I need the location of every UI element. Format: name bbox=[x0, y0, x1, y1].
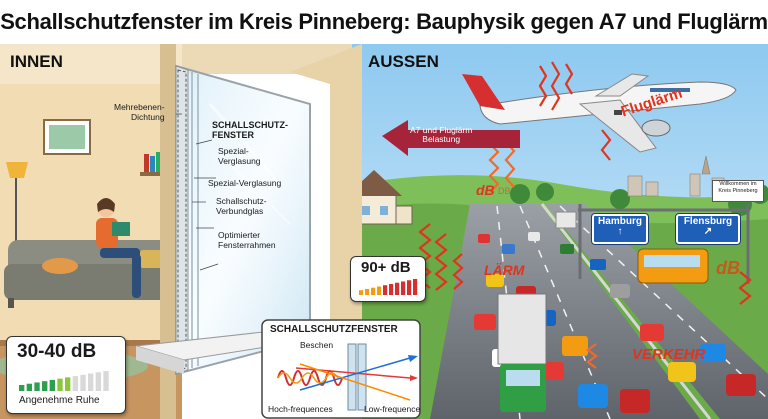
level-bar bbox=[26, 383, 33, 391]
truck bbox=[497, 293, 547, 412]
label-db-top-faint: DB bbox=[498, 186, 511, 196]
inset-title: SCHALLSCHUTZFENSTER bbox=[270, 324, 398, 335]
inset-right-label: Low-frequence bbox=[364, 404, 421, 414]
label-db-right: dB bbox=[716, 258, 740, 278]
outside-level-bars bbox=[359, 279, 418, 295]
label-verkehr: VERKEHR bbox=[632, 346, 706, 363]
label-window-title: SCHALLSCHUTZ- FENSTER bbox=[212, 120, 288, 140]
label-pressure-arrow: A7 und Fluglärm Belastung bbox=[410, 125, 473, 144]
level-bar bbox=[65, 377, 71, 391]
label-special-glazing-2: Spezial-Verglasung bbox=[208, 178, 282, 188]
label-outside: AUSSEN bbox=[368, 52, 439, 71]
inside-db-caption: Angenehme Ruhe bbox=[19, 395, 100, 406]
reading-woman bbox=[96, 198, 141, 298]
level-bar bbox=[359, 290, 364, 295]
inset-top-label: Beschen bbox=[300, 340, 334, 350]
scene: INNEN AUSSEN Mehrebenen- Dichtung SCHALL… bbox=[0, 44, 768, 419]
level-bar bbox=[103, 371, 109, 391]
label-multi-seal: Mehrebenen- Dichtung bbox=[114, 102, 165, 122]
sign-gantry bbox=[578, 204, 750, 284]
level-bar bbox=[383, 285, 388, 295]
level-bar bbox=[19, 385, 25, 391]
label-laerm: LÄRM bbox=[484, 262, 525, 278]
label-inside: INNEN bbox=[10, 52, 63, 71]
inset-diagram bbox=[277, 343, 418, 411]
cat bbox=[42, 258, 78, 274]
inside-db-badge: 30-40 dB Angenehme Ruhe bbox=[6, 336, 126, 414]
inside-db-value: 30-40 dB bbox=[17, 341, 97, 362]
level-bar bbox=[413, 279, 418, 295]
sign-flensburg-arrow: ↗ bbox=[703, 226, 713, 237]
bus bbox=[637, 248, 709, 284]
level-bar bbox=[72, 376, 79, 391]
outside-db-value: 90+ dB bbox=[361, 259, 411, 276]
sign-hamburg-label: Hamburg bbox=[598, 216, 642, 227]
page-title: Schallschutzfenster im Kreis Pinneberg: … bbox=[0, 0, 768, 44]
level-bar bbox=[365, 288, 370, 295]
inset-box bbox=[261, 319, 421, 419]
level-bar bbox=[395, 282, 400, 295]
level-bar bbox=[389, 283, 394, 295]
label-db-top: dB bbox=[476, 182, 495, 198]
sign-flensburg-label: Flensburg bbox=[683, 216, 733, 227]
window bbox=[175, 64, 311, 376]
level-bar bbox=[95, 372, 102, 391]
level-bar bbox=[88, 373, 94, 391]
sign-hamburg-arrow: ↑ bbox=[617, 226, 623, 237]
level-bar bbox=[34, 382, 40, 391]
sign-hamburg: Hamburg ↑ bbox=[592, 214, 648, 244]
leader-lines bbox=[176, 113, 219, 271]
sofa bbox=[4, 240, 180, 308]
label-frame: Optimierter Fensterrahmen bbox=[218, 230, 276, 250]
level-bar bbox=[49, 379, 56, 391]
town-sign: Willkommen im Kreis Pinneberg bbox=[712, 180, 764, 202]
level-bar bbox=[42, 381, 48, 391]
level-bar bbox=[377, 286, 382, 295]
inside-level-bars bbox=[19, 371, 109, 391]
airplane bbox=[462, 73, 737, 153]
level-bar bbox=[371, 287, 376, 295]
sign-flensburg: Flensburg ↗ bbox=[676, 214, 740, 244]
level-bar bbox=[407, 280, 412, 295]
label-laminated-glass: Schallschutz- Verbundglas bbox=[216, 196, 267, 216]
level-bar bbox=[80, 374, 86, 391]
outside-db-badge: 90+ dB bbox=[350, 256, 426, 302]
pressure-arrow bbox=[382, 120, 520, 156]
inset-left-label: Hoch-frequences bbox=[268, 404, 333, 414]
level-bar bbox=[57, 378, 63, 391]
level-bar bbox=[401, 281, 406, 295]
label-special-glazing-1: Spezial- Verglasung bbox=[218, 146, 261, 166]
